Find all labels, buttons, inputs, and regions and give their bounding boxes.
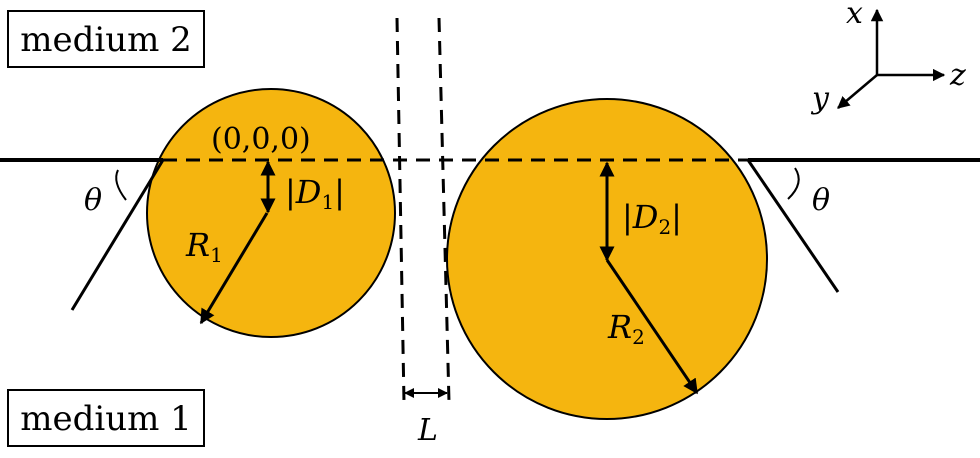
- medium-2-label: medium 2: [20, 20, 192, 60]
- r2-letter: R: [607, 308, 632, 346]
- theta-arc-left: [115, 169, 127, 201]
- theta-arc-right: [787, 167, 800, 200]
- r1-letter: R: [185, 226, 210, 264]
- d2-label: |D2|: [622, 198, 682, 239]
- r1-label: R1: [185, 226, 223, 267]
- origin-label: (0,0,0): [211, 122, 311, 157]
- z-axis-label: z: [949, 58, 966, 93]
- y-axis-label: y: [810, 81, 830, 116]
- r2-subscript: 2: [632, 325, 645, 349]
- r2-label: R2: [607, 308, 645, 349]
- d1-pipe-right: |: [334, 173, 345, 211]
- d2-pipe-right: |: [671, 198, 682, 236]
- d1-subscript: 1: [321, 190, 334, 214]
- x-axis-label: x: [846, 0, 863, 31]
- medium-1-label: medium 1: [20, 399, 192, 439]
- gap-label: L: [417, 413, 438, 448]
- d1-pipe-left: |: [285, 173, 296, 211]
- r2-arrow: [605, 259, 699, 395]
- d1-label: |D1|: [285, 173, 345, 214]
- theta-label-left: θ: [84, 183, 102, 218]
- theta-label-right: θ: [812, 183, 830, 218]
- tangent-line-left: [70, 159, 165, 311]
- gap-line-left: [395, 17, 406, 403]
- coordinate-axes: x z y: [810, 0, 966, 116]
- medium-1-box: [7, 389, 205, 447]
- d2-pipe-left: |: [622, 198, 633, 236]
- d2-subscript: 2: [658, 215, 671, 239]
- d2-letter: D: [632, 198, 659, 236]
- tangent-line-right: [746, 159, 840, 293]
- y-axis-arrow: [837, 74, 878, 109]
- r1-arrow: [199, 212, 269, 325]
- d1-letter: D: [295, 173, 322, 211]
- gap-line-right: [437, 17, 451, 403]
- r1-subscript: 1: [210, 243, 223, 267]
- medium-2-box: [7, 10, 205, 68]
